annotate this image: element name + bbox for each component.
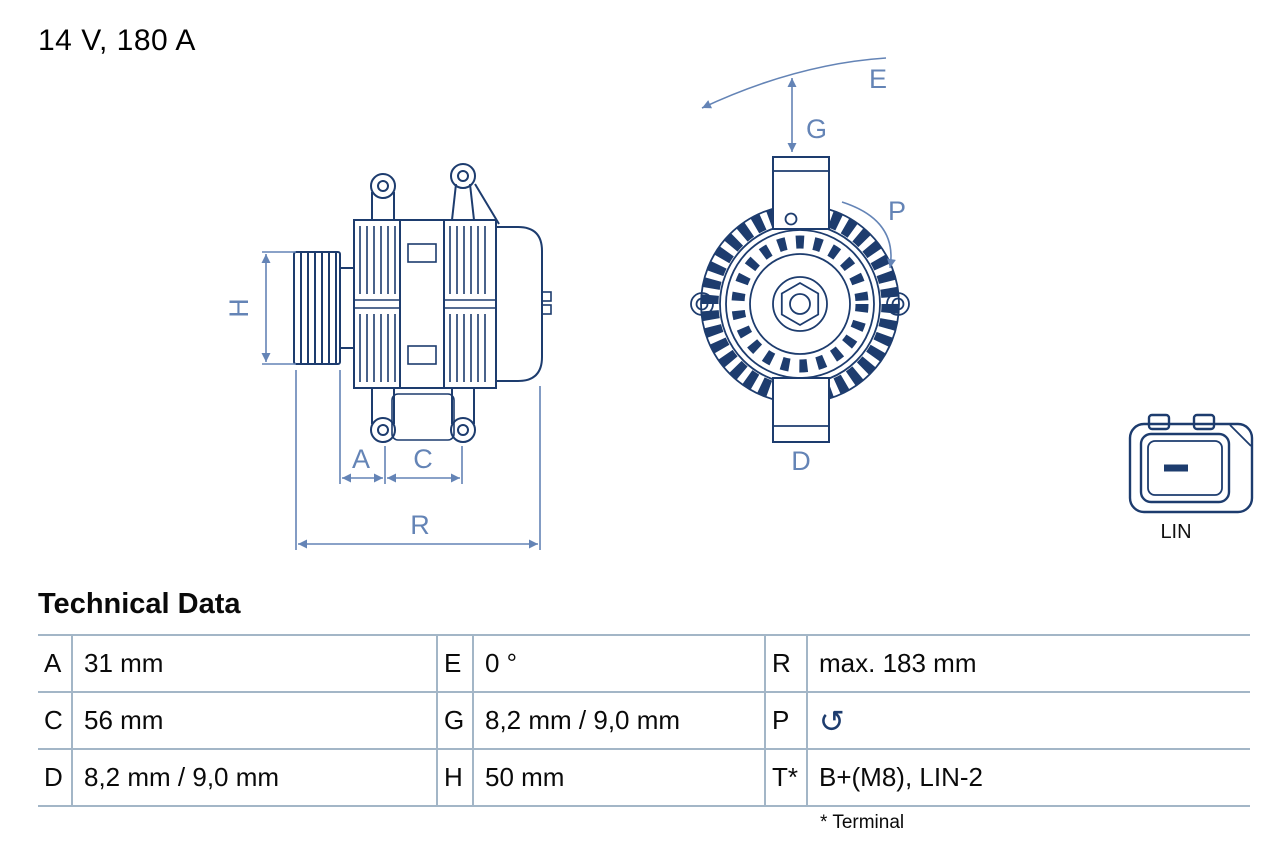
dim-label-a: A <box>352 444 370 474</box>
cell-label-p: P <box>765 692 808 751</box>
cell-value-c: 56 mm <box>72 692 438 751</box>
cell-value-d: 8,2 mm / 9,0 mm <box>72 749 438 808</box>
connector-label: LIN <box>1160 521 1191 543</box>
dim-label-p: P <box>888 196 906 226</box>
pulley <box>293 251 355 365</box>
alternator-front-view <box>690 156 910 443</box>
side-view-dimensions <box>261 251 541 550</box>
cell-value-t: B+(M8), LIN-2 <box>807 749 1250 808</box>
cell-label-e: E <box>437 635 474 694</box>
top-mounting-lugs <box>370 163 500 225</box>
cell-value-e: 0 ° <box>473 635 766 694</box>
table-row: D 8,2 mm / 9,0 mm H 50 mm T* B+(M8), LIN… <box>38 749 1250 808</box>
cell-label-h: H <box>437 749 474 808</box>
rotation-direction-icon: ↺ <box>819 703 845 740</box>
cell-label-c: C <box>38 692 73 751</box>
cell-value-g: 8,2 mm / 9,0 mm <box>473 692 766 751</box>
alternator-side-view <box>293 163 552 443</box>
cell-label-g: G <box>437 692 474 751</box>
dim-label-g: G <box>806 114 827 144</box>
dim-label-c: C <box>413 444 433 474</box>
front-top-lug <box>772 156 830 230</box>
cell-value-a: 31 mm <box>72 635 438 694</box>
cell-value-r: max. 183 mm <box>807 635 1250 694</box>
dim-label-e: E <box>869 64 887 94</box>
technical-data-section: Technical Data A 31 mm E 0 ° R max. 183 … <box>38 588 1250 834</box>
cell-label-t: T* <box>765 749 808 808</box>
center-hex-nut <box>772 276 828 332</box>
terminal-footnote: * Terminal <box>820 812 905 834</box>
table-row: C 56 mm G 8,2 mm / 9,0 mm P ↺ <box>38 692 1250 751</box>
front-bottom-lug <box>772 377 830 443</box>
technical-data-heading: Technical Data <box>38 588 241 620</box>
technical-data-table: A 31 mm E 0 ° R max. 183 mm C 56 mm G 8,… <box>38 634 1250 808</box>
dim-label-d: D <box>791 446 811 476</box>
cell-label-d: D <box>38 749 73 808</box>
cell-value-h: 50 mm <box>473 749 766 808</box>
dim-label-r: R <box>410 510 430 540</box>
table-row: A 31 mm E 0 ° R max. 183 mm <box>38 635 1250 694</box>
cell-label-a: A <box>38 635 73 694</box>
voltage-current-rating: 14 V, 180 A <box>38 24 196 57</box>
lin-connector-drawing <box>1128 413 1254 514</box>
bottom-mounting-lugs <box>370 388 476 443</box>
cell-label-r: R <box>765 635 808 694</box>
cell-value-p: ↺ <box>807 692 1250 751</box>
dim-label-h: H <box>224 298 254 318</box>
housing-body <box>353 219 552 389</box>
front-view-dimensions <box>701 57 896 269</box>
technical-drawing: H A C R <box>224 57 1254 550</box>
